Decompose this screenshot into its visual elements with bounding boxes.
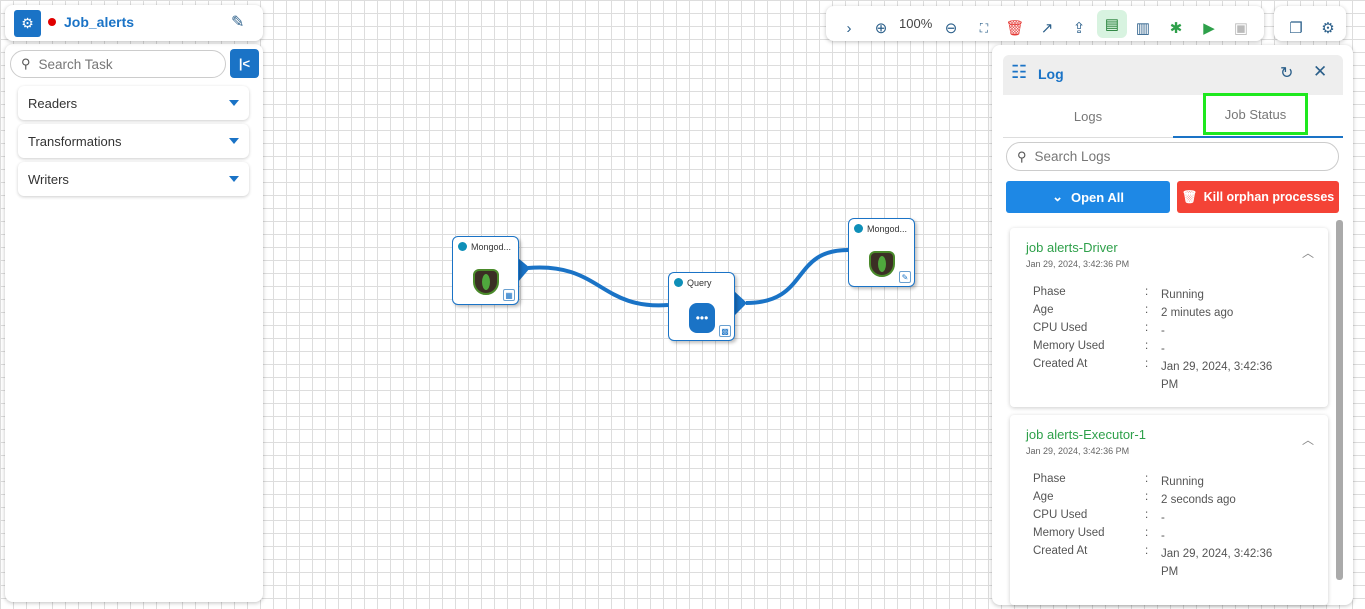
node-mongodb-reader[interactable]: Mongod... ▦ <box>452 236 519 305</box>
trash-icon: 🗑 <box>1181 189 1198 204</box>
zoom-out-icon[interactable]: ⊖ <box>944 20 958 37</box>
zoom-level: 100% <box>899 16 933 31</box>
mongodb-icon <box>473 269 499 295</box>
tab-logs[interactable]: Logs <box>1073 109 1103 124</box>
edge-1[interactable] <box>527 265 669 308</box>
upload-icon[interactable]: ⇪ <box>1072 20 1086 37</box>
open-all-button[interactable]: ⌄ Open All <box>1006 181 1170 213</box>
field-row: CPU Used:- <box>1033 509 1165 524</box>
accordion-label: Writers <box>28 171 69 187</box>
caret-down-icon <box>229 176 239 182</box>
log-tabs: Logs Job Status <box>1003 93 1343 138</box>
calendar-icon[interactable]: ▦ <box>503 289 515 301</box>
fullscreen-icon[interactable]: ⛶ <box>979 20 989 35</box>
status-dot <box>458 242 467 251</box>
tab-job-status[interactable]: Job Status <box>1173 93 1343 138</box>
library-icon[interactable]: ❐ <box>1289 20 1303 37</box>
node-label: Mongod... <box>867 224 908 234</box>
canvas-toolbar: › ⊕ 100% ⊖ ⛶ 🗑 ↗ ⇪ ▤ ▥ ✱ ▶ ▣ <box>826 6 1264 41</box>
field-row: Phase:Running <box>1033 286 1204 301</box>
save-icon[interactable]: ▣ <box>1233 20 1249 37</box>
field-row: Phase:Running <box>1033 473 1204 488</box>
job-card-driver[interactable]: job alerts-Driver Jan 29, 2024, 3:42:36 … <box>1010 228 1328 407</box>
node-label: Mongod... <box>471 242 512 252</box>
gear-icon[interactable]: ⚙ <box>1321 20 1335 37</box>
delete-icon[interactable]: 🗑 <box>1005 20 1025 37</box>
log-title: Log <box>1038 66 1064 82</box>
arrow-up-right-icon[interactable]: ↗ <box>1040 20 1054 37</box>
refresh-icon[interactable]: ↻ <box>1280 65 1294 82</box>
edit-icon[interactable]: ✎ <box>899 271 911 283</box>
search-icon: ⚲ <box>1017 148 1027 164</box>
field-row: Age:2 minutes ago <box>1033 304 1234 319</box>
settings-gears-icon[interactable]: ⚙ <box>14 10 41 37</box>
log-icon[interactable]: ▤ <box>1097 10 1127 38</box>
tab-label: Job Status <box>1203 93 1308 135</box>
log-list-icon: ☷ <box>1011 62 1028 82</box>
mongodb-icon <box>869 251 895 277</box>
settings-badge-icon[interactable]: ▩ <box>719 325 731 337</box>
search-placeholder: Search Logs <box>1034 149 1111 164</box>
caret-down-icon <box>229 138 239 144</box>
kill-orphan-processes-button[interactable]: 🗑 Kill orphan processes <box>1177 181 1339 213</box>
button-label: Kill orphan processes <box>1203 190 1335 204</box>
search-icon: ⚲ <box>21 56 31 71</box>
field-row: CPU Used:- <box>1033 322 1165 337</box>
collapse-panel-button[interactable]: |< <box>230 49 259 78</box>
job-name: job alerts-Driver <box>1026 240 1118 255</box>
field-row: Age:2 seconds ago <box>1033 491 1236 506</box>
accordion-label: Transformations <box>28 133 122 149</box>
job-title: Job_alerts <box>64 14 135 30</box>
zoom-in-icon[interactable]: ⊕ <box>874 20 888 37</box>
search-logs-input[interactable]: ⚲ Search Logs <box>1006 142 1339 171</box>
job-header: ⚙ Job_alerts ✎ <box>5 5 263 41</box>
field-row: Created At:Jan 29, 2024, 3:42:36 PM <box>1033 358 1273 391</box>
node-label: Query <box>687 278 712 288</box>
field-row: Created At:Jan 29, 2024, 3:42:36 PM <box>1033 545 1273 578</box>
edit-pencil-icon[interactable]: ✎ <box>231 14 245 31</box>
debug-bug-icon[interactable]: ✱ <box>1169 20 1183 37</box>
accordion-readers[interactable]: Readers <box>18 86 249 120</box>
job-date: Jan 29, 2024, 3:42:36 PM <box>1026 446 1130 456</box>
status-dot <box>674 278 683 287</box>
out-port[interactable] <box>518 258 530 282</box>
job-card-executor[interactable]: job alerts-Executor-1 Jan 29, 2024, 3:42… <box>1010 415 1328 605</box>
job-name: job alerts-Executor-1 <box>1026 427 1146 442</box>
search-task-input[interactable]: ⚲ Search Task <box>10 50 226 78</box>
status-dot <box>48 18 56 26</box>
chevron-up-icon[interactable]: ︿ <box>1301 433 1314 447</box>
out-port[interactable] <box>734 291 747 316</box>
field-row: Memory Used:- <box>1033 527 1165 542</box>
database-query-icon: ••• <box>689 303 715 333</box>
expand-chevron-icon[interactable]: › <box>846 19 852 37</box>
node-query[interactable]: Query ••• ▩ <box>668 272 735 341</box>
chart-icon[interactable]: ▥ <box>1135 20 1151 37</box>
accordion-label: Readers <box>28 95 78 111</box>
job-date: Jan 29, 2024, 3:42:36 PM <box>1026 259 1130 269</box>
caret-down-icon <box>229 100 239 106</box>
status-dot <box>854 224 863 233</box>
secondary-toolbar: ❐ ⚙ <box>1274 6 1346 41</box>
chevron-up-icon[interactable]: ︿ <box>1301 246 1314 260</box>
accordion-transformations[interactable]: Transformations <box>18 124 249 158</box>
run-play-icon[interactable]: ▶ <box>1203 20 1215 37</box>
edge-2[interactable] <box>745 248 849 305</box>
chevron-down-icon: ⌄ <box>1052 189 1063 204</box>
node-mongodb-writer[interactable]: Mongod... ✎ <box>848 218 915 287</box>
button-label: Open All <box>1070 189 1124 205</box>
close-icon[interactable]: ✕ <box>1313 62 1328 81</box>
log-header: ☷ Log ↻ ✕ <box>1003 55 1343 95</box>
scrollbar[interactable] <box>1336 220 1343 580</box>
field-row: Memory Used:- <box>1033 340 1165 355</box>
accordion-writers[interactable]: Writers <box>18 162 249 196</box>
search-placeholder: Search Task <box>38 56 113 72</box>
